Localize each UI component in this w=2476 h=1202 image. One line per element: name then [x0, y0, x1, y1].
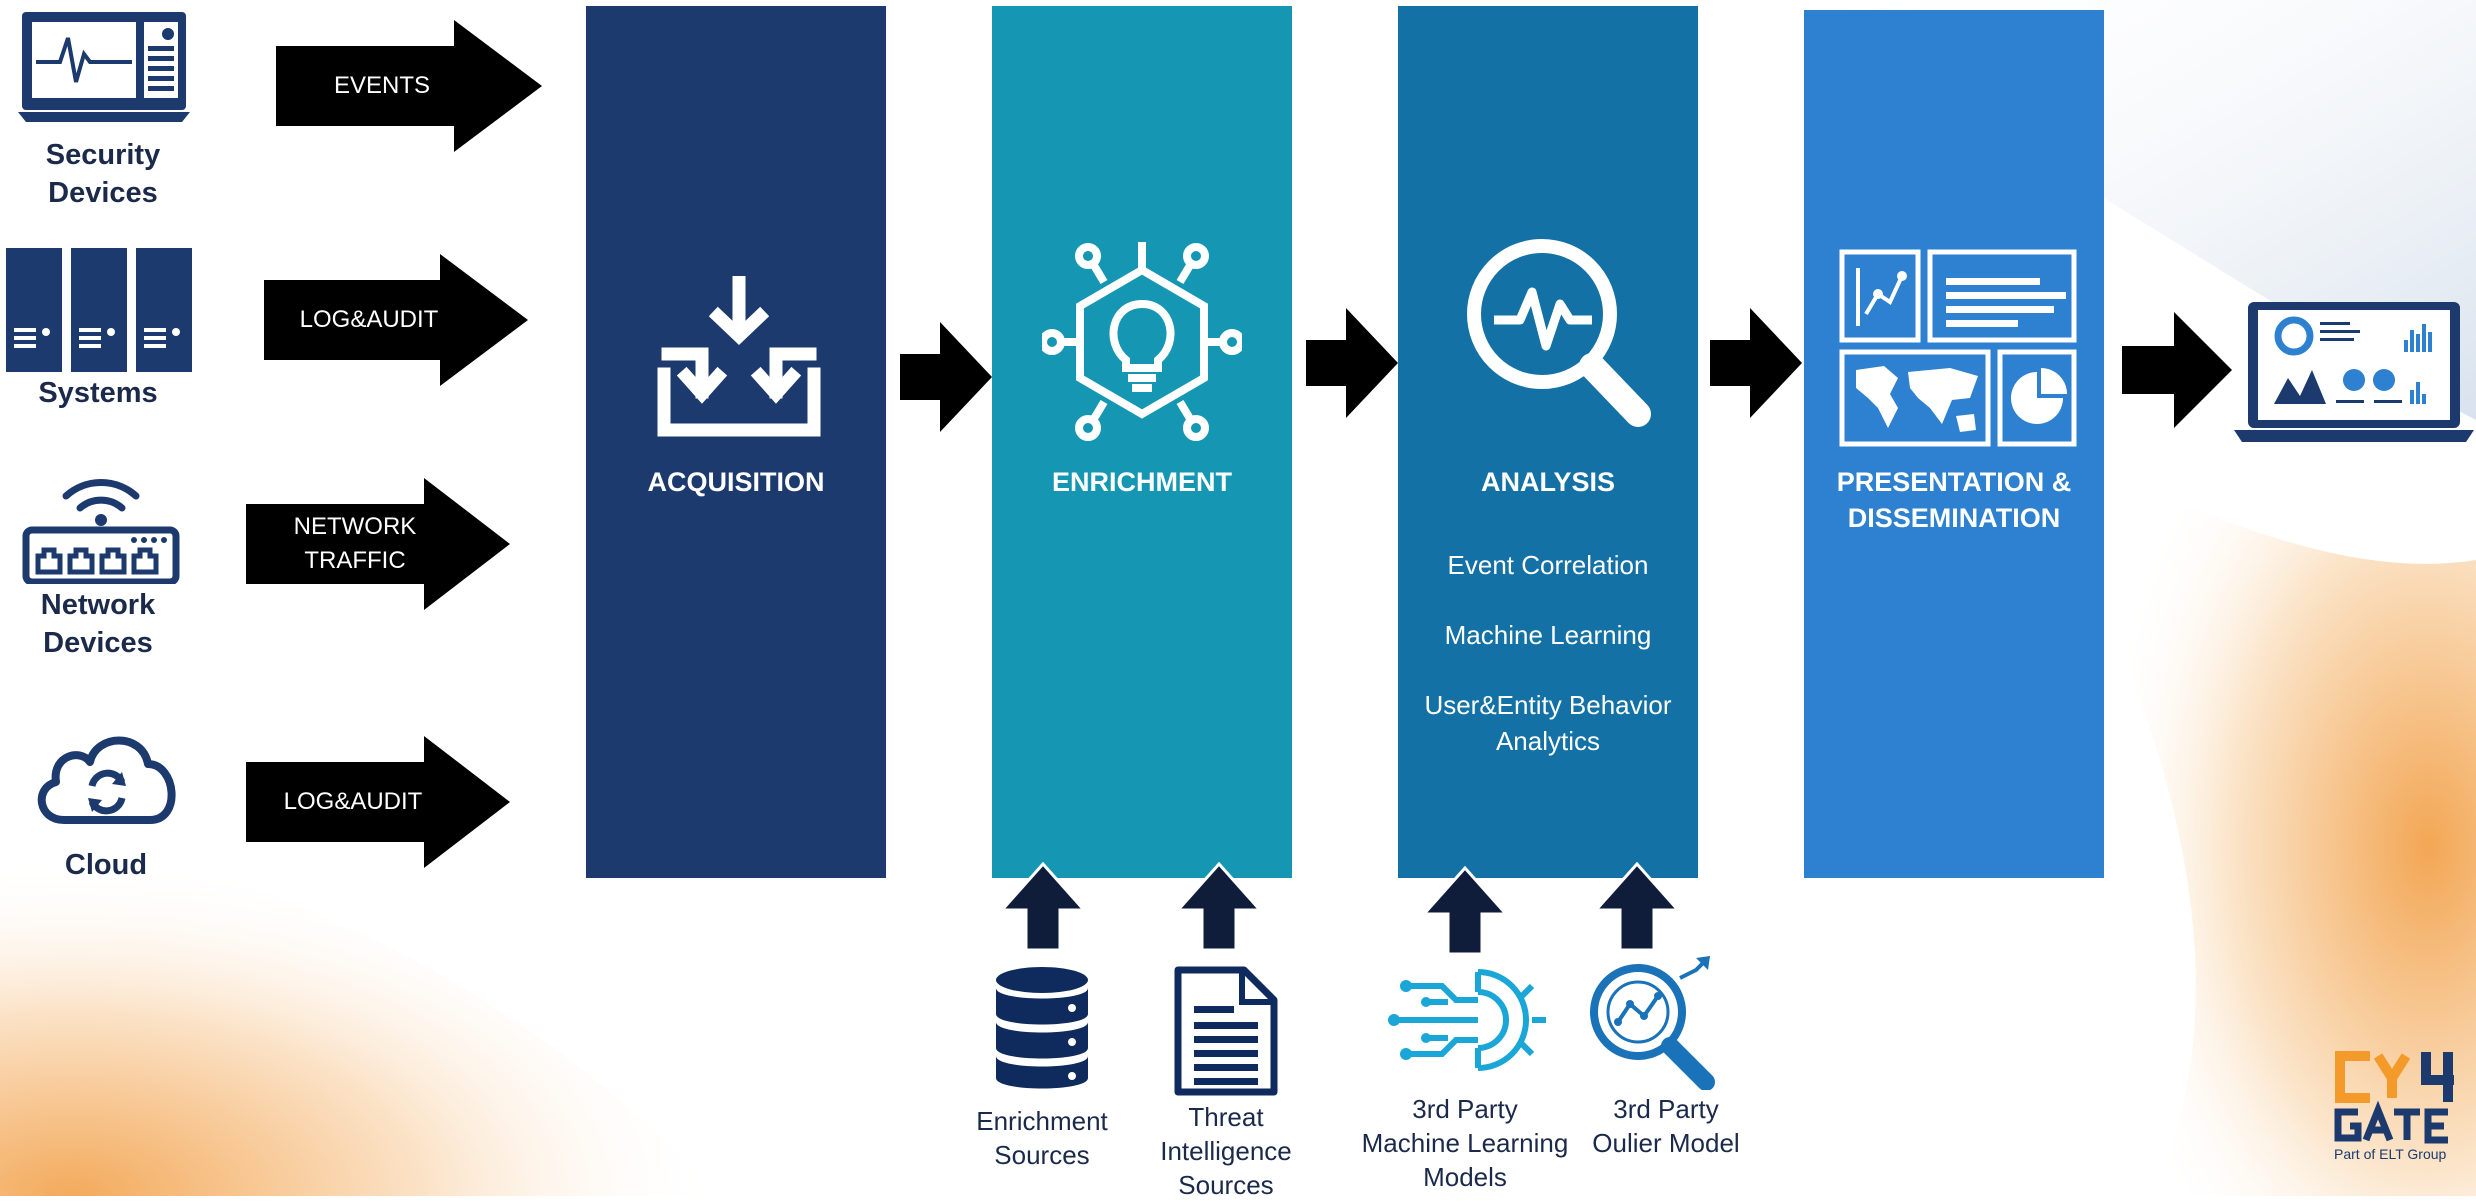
up-arrow-ml-models — [1420, 866, 1510, 956]
server-rack-icon — [6, 248, 192, 372]
analysis-item-machine-learning: Machine Learning — [1444, 620, 1652, 650]
analysis-item-ueba-line2: Analytics — [1495, 726, 1601, 756]
up-arrow-threat-intel — [1174, 862, 1264, 952]
up-arrow-enrichment-sources — [998, 862, 1088, 952]
input-arrow-logaudit-cloud: LOG&AUDIT — [246, 736, 510, 868]
magnifier-pulse-icon — [1462, 234, 1652, 439]
stage-title: ENRICHMENT — [1052, 467, 1232, 497]
arrow-label: LOG&AUDIT — [283, 788, 423, 815]
dashboard-panels-icon — [1838, 248, 2078, 453]
laptop-dashboard-icon — [2234, 300, 2474, 444]
search-analytics-icon — [1584, 956, 1716, 1091]
input-arrow-network-traffic: NETWORK TRAFFIC — [246, 478, 510, 610]
arrow-label: EVENTS — [333, 72, 431, 99]
stage-title-line1: PRESENTATION & — [1836, 467, 2072, 497]
stage-acquisition: ACQUISITION — [586, 6, 886, 878]
company-logo: Part of ELT Group — [2330, 1048, 2458, 1164]
flow-arrow-1 — [900, 322, 992, 432]
document-icon — [1174, 966, 1278, 1096]
stage-presentation: PRESENTATION & DISSEMINATION — [1804, 10, 2104, 878]
ai-circuit-icon — [1382, 956, 1556, 1086]
lightbulb-hexagon-icon — [1039, 242, 1245, 447]
stage-enrichment: ENRICHMENT — [992, 6, 1292, 878]
source-label-systems: Systems — [38, 377, 158, 409]
flow-arrow-2 — [1306, 308, 1398, 418]
logo-tagline: Part of ELT Group — [2334, 1146, 2447, 1162]
arrow-label: LOG&AUDIT — [299, 306, 439, 333]
cloud-sync-icon — [30, 724, 184, 828]
stage-title-line2: DISSEMINATION — [1847, 503, 2061, 533]
input-arrow-logaudit-systems: LOG&AUDIT — [264, 254, 528, 386]
stage-analysis: ANALYSIS Event Correlation Machine Learn… — [1398, 6, 1698, 878]
up-arrow-outlier-model — [1592, 862, 1682, 952]
analysis-item-ueba-line1: User&Entity Behavior — [1424, 690, 1672, 720]
arrow-label-line1: NETWORK — [293, 513, 417, 540]
inbox-download-icon — [656, 275, 822, 447]
analysis-item-event-correlation: Event Correlation — [1447, 550, 1649, 580]
monitor-dashboard-icon — [18, 10, 190, 122]
flow-arrow-4 — [2122, 312, 2232, 428]
database-icon — [994, 966, 1090, 1092]
flow-arrow-3 — [1710, 308, 1802, 418]
stage-title: ANALYSIS — [1480, 467, 1616, 497]
source-label-cloud: Cloud — [64, 849, 148, 881]
router-icon — [22, 460, 180, 586]
arrow-label-line2: TRAFFIC — [304, 547, 406, 574]
stage-title: ACQUISITION — [647, 467, 825, 497]
input-arrow-events: EVENTS — [276, 20, 542, 152]
